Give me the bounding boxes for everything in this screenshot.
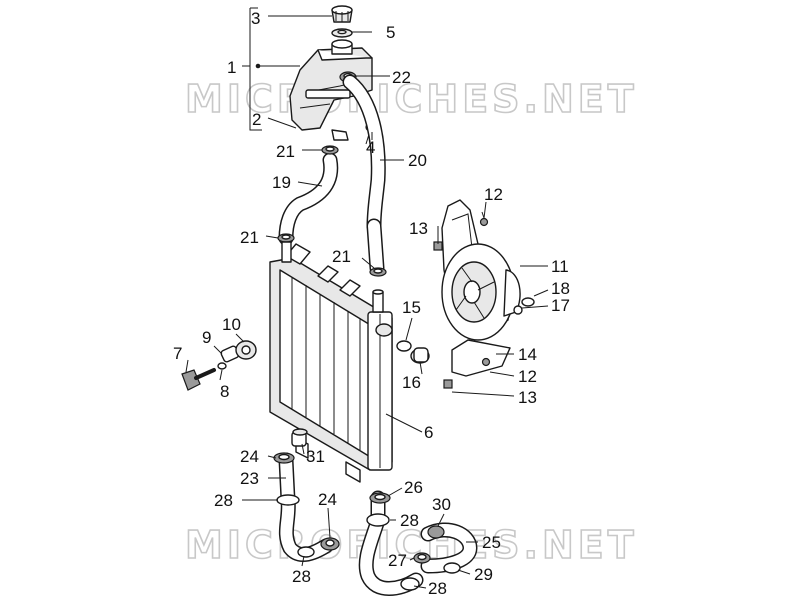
hose-clamp-21-top bbox=[321, 145, 339, 155]
hose-clamp-28-right-upper bbox=[366, 513, 390, 527]
hose-clamp-28-right-lower bbox=[400, 577, 420, 591]
callout-28-left-upper: 28 bbox=[214, 491, 233, 510]
hose-20 bbox=[342, 74, 386, 276]
hose-19 bbox=[278, 152, 339, 246]
callout-9: 9 bbox=[202, 328, 211, 347]
callout-19: 19 bbox=[272, 173, 291, 192]
fan-cover-14 bbox=[451, 339, 511, 377]
tank-cap bbox=[331, 5, 353, 23]
callout-labels: 3 5 1 22 2 21 4 20 19 12 13 21 21 11 18 … bbox=[173, 9, 570, 598]
clip-nut-13-bottom bbox=[443, 379, 453, 389]
hose-clamp-28-left-lower bbox=[297, 546, 315, 558]
callout-6: 6 bbox=[424, 423, 433, 442]
callout-23: 23 bbox=[240, 469, 259, 488]
callout-16: 16 bbox=[402, 373, 421, 392]
callout-21-right: 21 bbox=[332, 247, 351, 266]
grommet-10 bbox=[235, 340, 257, 360]
callout-26: 26 bbox=[404, 478, 423, 497]
fitting-31 bbox=[291, 428, 308, 447]
callout-30: 30 bbox=[432, 495, 451, 514]
expansion-tank bbox=[289, 39, 373, 131]
radiator-top-neck bbox=[281, 241, 292, 263]
cap-gasket bbox=[331, 28, 353, 38]
hose-clamp-27 bbox=[413, 552, 431, 564]
callout-25: 25 bbox=[482, 533, 501, 552]
fan-bolt-12-bottom bbox=[481, 357, 491, 367]
callout-4: 4 bbox=[366, 138, 375, 157]
nut-17 bbox=[513, 305, 523, 315]
callout-20: 20 bbox=[408, 151, 427, 170]
callout-31: 31 bbox=[306, 447, 325, 466]
oring-15 bbox=[396, 340, 412, 352]
washer-18 bbox=[521, 297, 535, 307]
plug-16 bbox=[410, 347, 430, 364]
callout-8: 8 bbox=[220, 382, 229, 401]
callout-28-left-lower: 28 bbox=[292, 567, 311, 586]
callout-13-top: 13 bbox=[409, 219, 428, 238]
callout-11: 11 bbox=[551, 257, 569, 276]
callout-10: 10 bbox=[222, 315, 241, 334]
watermark-top: MICROFICHES.NET bbox=[185, 77, 638, 121]
hose-clamp-24-left bbox=[273, 452, 295, 464]
callout-28-right-upper: 28 bbox=[400, 511, 419, 530]
callout-12-bottom: 12 bbox=[518, 367, 537, 386]
callout-2: 2 bbox=[252, 110, 261, 129]
hose-clamp-24-right bbox=[320, 537, 340, 551]
washer-8 bbox=[217, 362, 227, 370]
drain-bolt-7 bbox=[181, 368, 216, 391]
fan-bolt-12-top bbox=[479, 211, 489, 227]
callout-12-top: 12 bbox=[484, 185, 503, 204]
callout-1: 1 bbox=[227, 58, 236, 77]
tank-bracket bbox=[331, 129, 349, 141]
callout-3: 3 bbox=[251, 9, 260, 28]
hose-clamp-21-left bbox=[277, 233, 295, 243]
hose-clamp-28-left-upper bbox=[276, 494, 300, 506]
hose-clamp-21-right bbox=[369, 267, 387, 277]
radiator-outlet-neck bbox=[372, 289, 393, 337]
callout-22: 22 bbox=[392, 68, 411, 87]
radiator-core bbox=[269, 243, 393, 483]
callout-21-top: 21 bbox=[276, 142, 295, 161]
callout-5: 5 bbox=[386, 23, 395, 42]
leader-lines bbox=[185, 7, 549, 589]
watermark-bottom: MICROFICHES.NET bbox=[185, 523, 638, 567]
callout-18: 18 bbox=[551, 279, 570, 298]
callout-24-right: 24 bbox=[318, 490, 337, 509]
callout-17: 17 bbox=[551, 296, 570, 315]
callout-7: 7 bbox=[173, 344, 182, 363]
callout-14: 14 bbox=[518, 345, 537, 364]
callout-13-bottom: 13 bbox=[518, 388, 537, 407]
callout-24-left: 24 bbox=[240, 447, 259, 466]
callout-15: 15 bbox=[402, 298, 421, 317]
callout-27: 27 bbox=[388, 551, 407, 570]
hose-clamp-26 bbox=[369, 492, 391, 504]
hose-clamp-30 bbox=[427, 525, 445, 539]
callout-29: 29 bbox=[474, 565, 493, 584]
callout-21-left: 21 bbox=[240, 228, 259, 247]
fan-shroud-11 bbox=[441, 243, 521, 341]
callout-28-right-lower: 28 bbox=[428, 579, 447, 598]
hose-26-28-right bbox=[358, 490, 424, 596]
hose-clamp-29 bbox=[443, 562, 461, 574]
